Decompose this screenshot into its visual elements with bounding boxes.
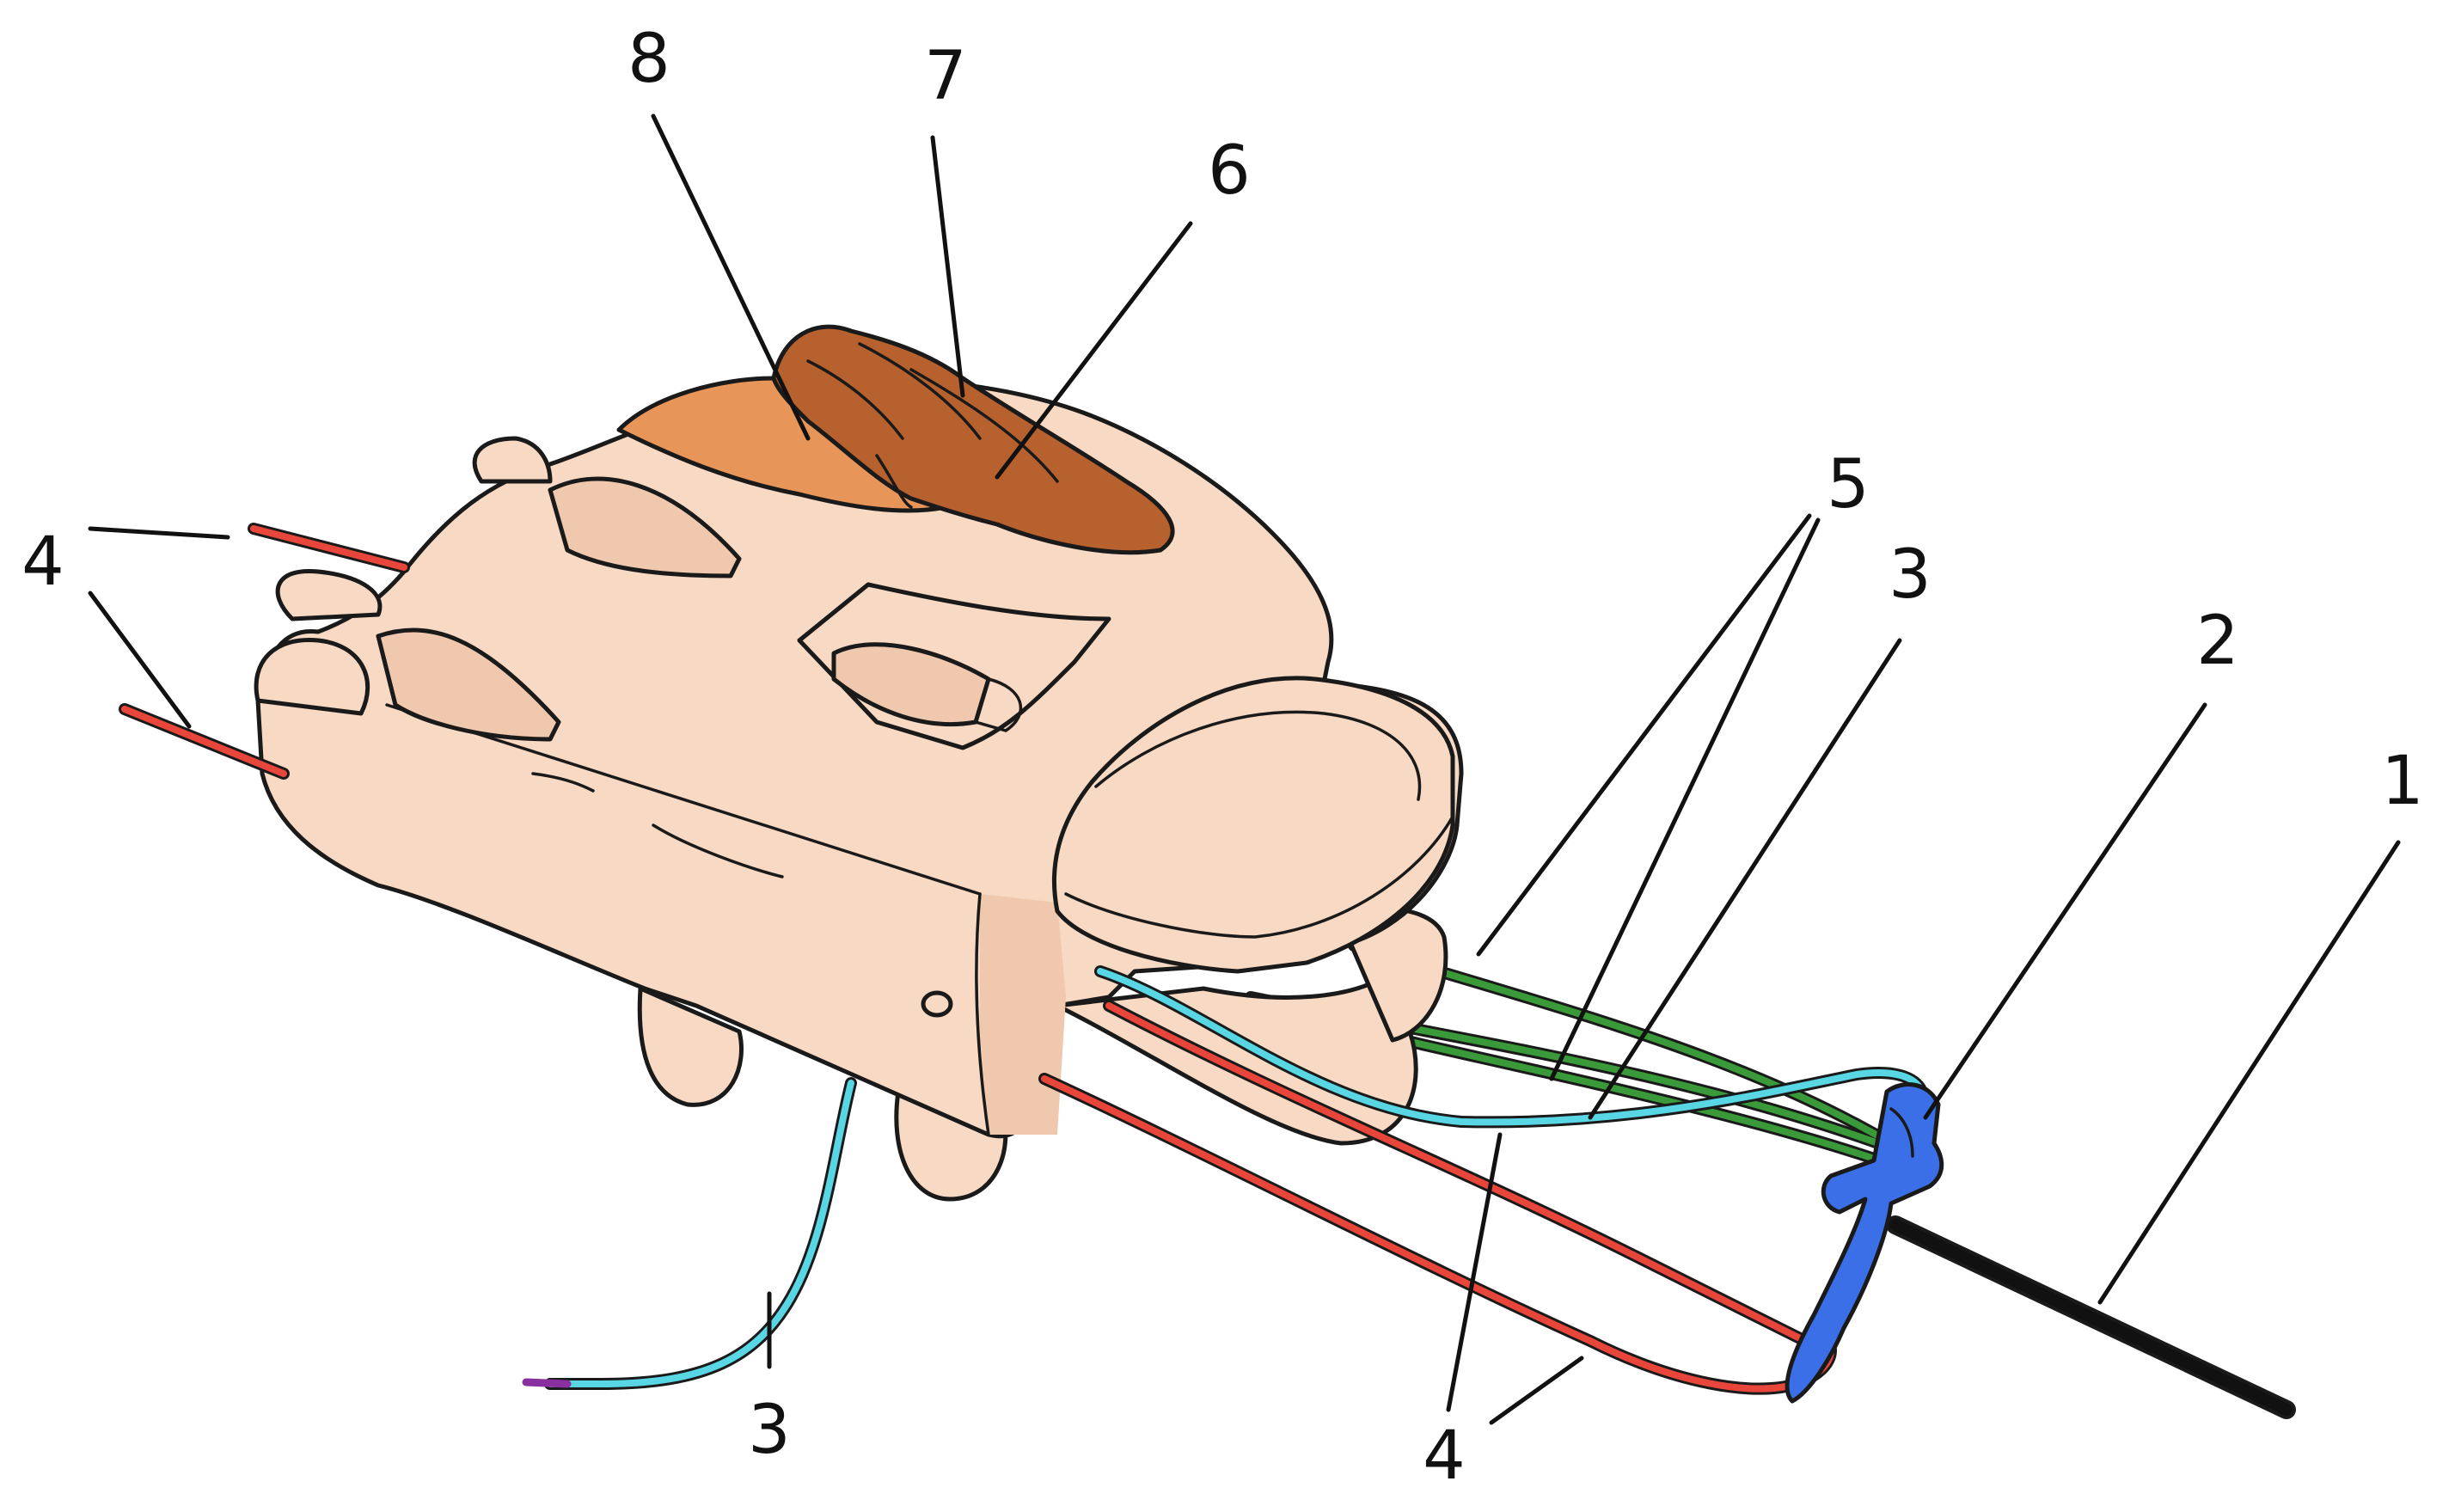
callout-4-left: 4 (21, 523, 64, 601)
callout-6: 6 (1208, 132, 1251, 210)
callout-1: 1 (2381, 743, 2424, 820)
rod (1886, 1215, 2296, 1419)
callout-4-lower: 4 (1423, 1417, 1466, 1495)
leader-5-b (1549, 517, 1821, 1081)
housing (254, 376, 1464, 1139)
end-cap (1051, 676, 1455, 974)
callout-2: 2 (2196, 603, 2239, 680)
callout-3-lower: 3 (748, 1392, 791, 1469)
housing-feet (637, 905, 1448, 1202)
leader-2 (1923, 702, 2207, 1120)
leader-4-lower-mid (1446, 1132, 1503, 1412)
callout-7: 7 (924, 38, 967, 115)
leader-lines (88, 113, 2401, 1425)
cyan-wire-tip (522, 1378, 572, 1388)
red-wire-left-1 (250, 525, 407, 571)
callout-labels: 1 2 3 3 4 4 4 5 6 7 8 (21, 21, 2424, 1495)
red-wire-right-1 (1105, 1002, 1809, 1344)
red-wires-left (119, 523, 410, 780)
leader-4-lower-right (1489, 1356, 1584, 1425)
leader-1 (2097, 840, 2401, 1305)
cyan-wire-clip (1094, 965, 1930, 1129)
cyan-wire-clip-body (1097, 968, 1927, 1126)
clip-body (1785, 1082, 1944, 1404)
rod-body (1889, 1219, 2293, 1416)
leader-5-a (1476, 513, 1812, 957)
red-wire-left-2 (121, 706, 287, 777)
red-wire-right-2 (1041, 1075, 1834, 1393)
callout-8: 8 (627, 21, 670, 98)
callout-5: 5 (1827, 446, 1870, 523)
cyan-wire-hanging (522, 1077, 857, 1390)
callout-3-upper: 3 (1889, 536, 1931, 614)
clip (1785, 1082, 1944, 1404)
leader-7 (930, 135, 965, 398)
cyan-wire-hanging-body (547, 1080, 854, 1387)
leader-8 (651, 113, 811, 441)
leader-6 (995, 221, 1193, 480)
top-parts (616, 324, 1175, 555)
leader-4-left-lower (88, 591, 192, 729)
top-part-cap (771, 324, 1175, 555)
leader-4-left-upper (88, 526, 230, 540)
leader-3-upper (1588, 638, 1902, 1120)
